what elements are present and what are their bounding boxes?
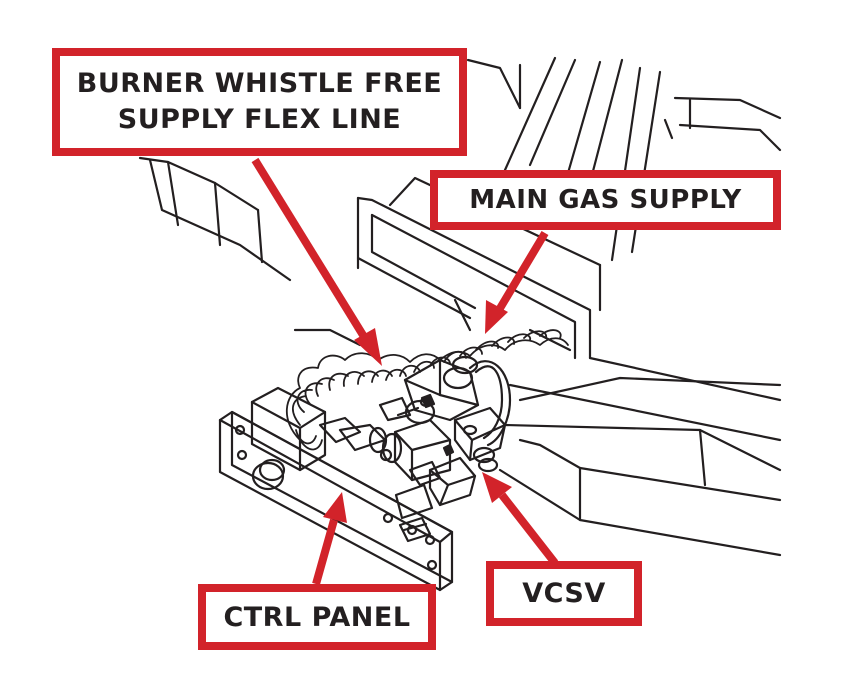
callout-flex-line-line2: SUPPLY FLEX LINE	[117, 104, 402, 135]
arrow-flex-line	[251, 157, 370, 343]
arrow-flex-line-head	[354, 328, 382, 366]
callout-flex-line: BURNER WHISTLE FREE SUPPLY FLEX LINE	[52, 48, 467, 156]
callout-flex-line-line1: BURNER WHISTLE FREE	[76, 68, 443, 99]
arrow-main-gas	[495, 230, 549, 313]
callout-vcsv-label: VCSV	[522, 578, 606, 609]
callout-vcsv: VCSV	[486, 561, 642, 626]
valve-assembly	[318, 355, 512, 507]
leader-arrows	[251, 157, 559, 586]
arrow-vcsv	[498, 492, 559, 566]
frame-left	[138, 156, 292, 282]
gas-channel	[356, 176, 602, 360]
arrow-ctrl-panel-head	[323, 492, 347, 523]
arrow-ctrl-panel	[312, 518, 338, 586]
flex-line-coil	[285, 329, 569, 451]
control-panel-plate	[218, 386, 454, 592]
callout-ctrl-panel-label: CTRL PANEL	[223, 601, 411, 633]
callout-main-gas-supply-label: MAIN GAS SUPPLY	[469, 185, 742, 215]
arrow-main-gas-head	[485, 300, 508, 334]
callout-main-gas-supply: MAIN GAS SUPPLY	[430, 170, 781, 230]
tray-right	[293, 328, 782, 557]
callout-ctrl-panel: CTRL PANEL	[198, 584, 436, 650]
arrow-vcsv-head	[482, 472, 512, 503]
